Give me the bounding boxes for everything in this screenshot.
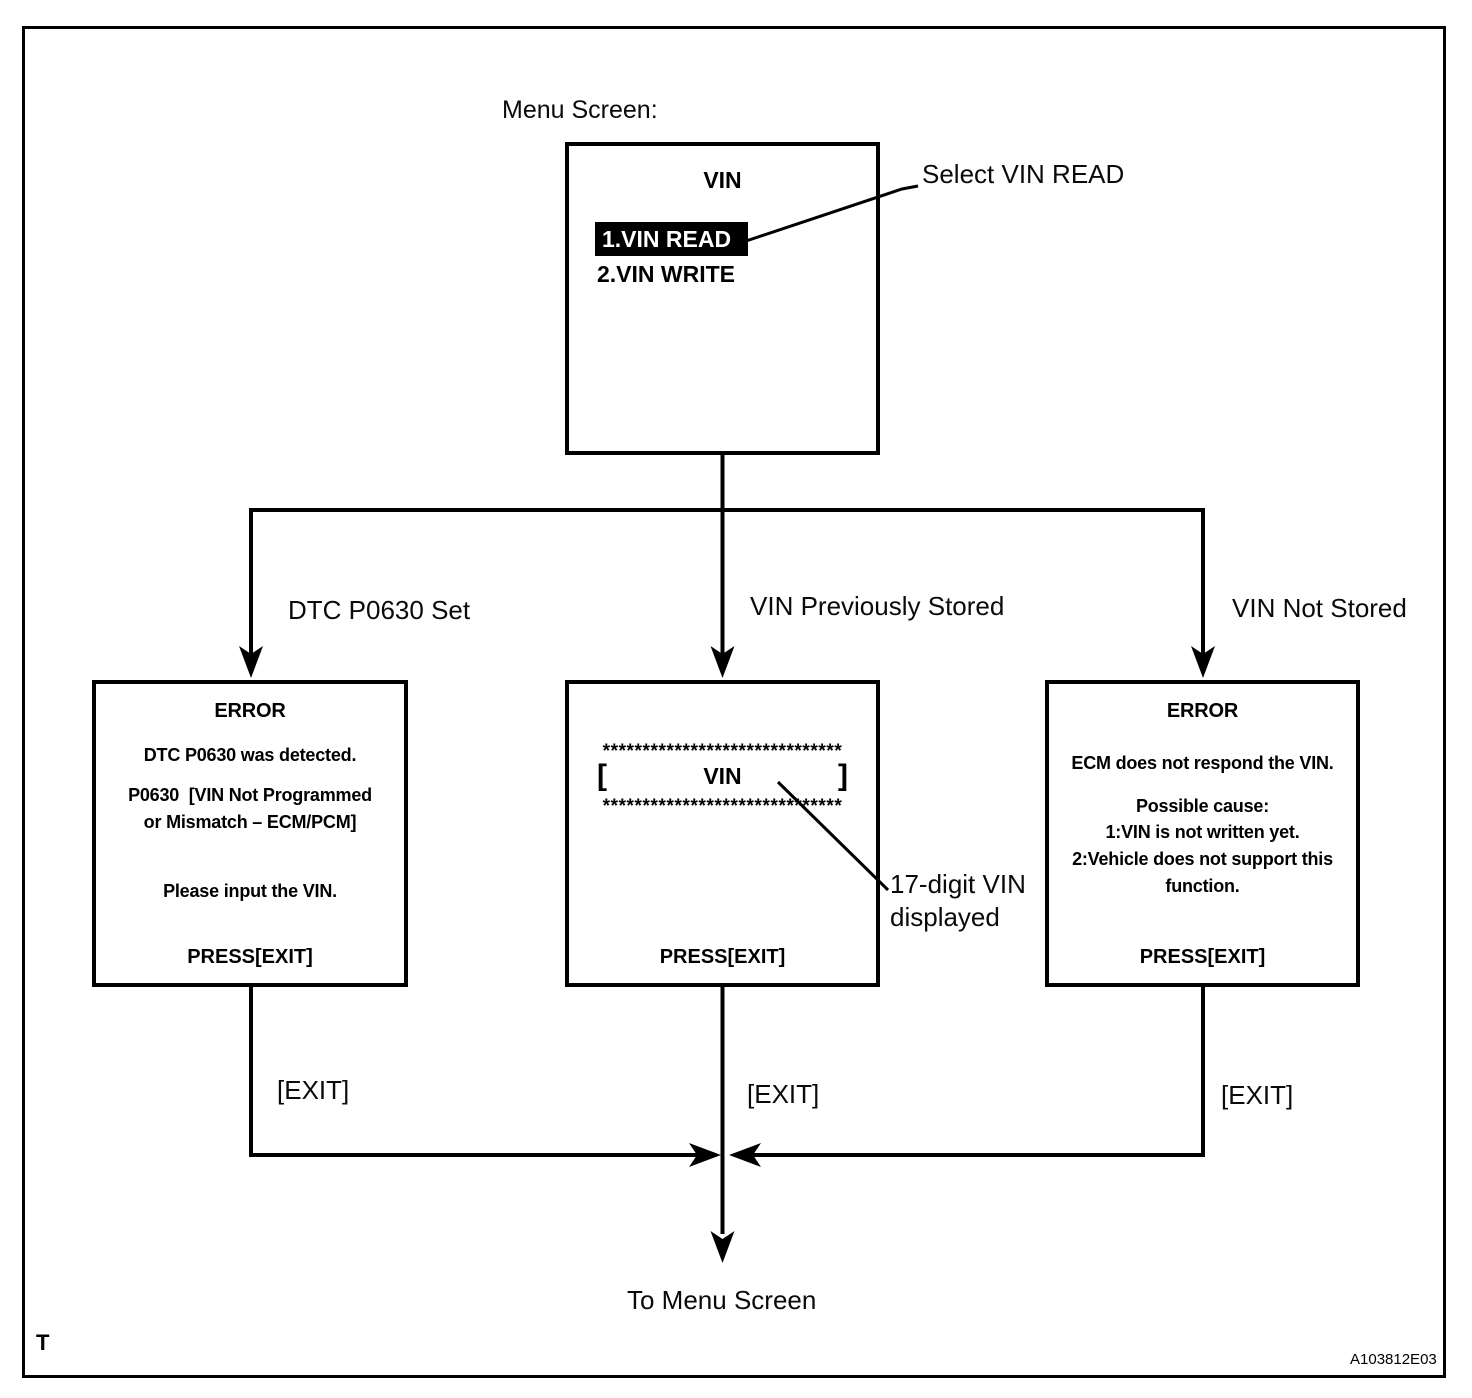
branch-label-dtc-set: DTC P0630 Set [288,595,471,625]
star-row-bottom: ****************************** [602,796,843,817]
menu-title: VIN [703,167,742,193]
exit-label-left: [EXIT] [277,1075,350,1105]
menu-screen-box: VIN 1.VIN READ 2.VIN WRITE [565,142,880,455]
to-menu-screen-label: To Menu Screen [627,1285,817,1315]
page-border [22,26,1446,1378]
ecm-press-exit: PRESS[EXIT] [1139,946,1266,968]
vin-bracket-open: [ [597,759,607,792]
vin-bracket-row: [ VIN ] [597,758,848,794]
figure-code: A103812E03 [1350,1351,1437,1368]
vin-press-exit: PRESS[EXIT] [659,946,786,968]
menu-screen-caption: Menu Screen: [502,96,658,124]
ecm-respond-line: ECM does not respond the VIN. [1071,753,1334,773]
branch-label-vin-not-stored: VIN Not Stored [1232,593,1407,623]
exit-label-right: [EXIT] [1221,1080,1294,1110]
vin-word: VIN [703,762,742,789]
ecm-cause-1: 1:VIN is not written yet. [1105,822,1300,842]
select-vin-read-label: Select VIN READ [922,159,1125,189]
branch-label-vin-stored: VIN Previously Stored [750,591,1005,621]
vin-callout-line-2: displayed [890,902,1000,932]
dtc-press-exit: PRESS[EXIT] [187,946,313,968]
menu-item-vin-write: 2.VIN WRITE [597,261,736,287]
ecm-cause-2: 2:Vehicle does not support this [1072,849,1333,869]
dtc-code-line-2: or Mismatch – ECM/PCM] [143,812,357,832]
vin-callout-line-1: 17-digit VIN [890,869,1026,899]
ecm-error-screen-box: ERROR ECM does not respond the VIN. Poss… [1045,680,1360,987]
star-row-top: ****************************** [602,741,843,762]
exit-label-middle: [EXIT] [747,1079,820,1109]
dtc-error-title: ERROR [214,700,286,722]
vin-display-screen-box: ****************************** [ VIN ] *… [565,680,880,987]
corner-mark: T [36,1330,50,1355]
vin-bracket-close: ] [838,759,848,792]
ecm-cause-3: function. [1165,876,1240,896]
dtc-input-line: Please input the VIN. [163,881,337,901]
dtc-detected-line: DTC P0630 was detected. [143,745,357,765]
dtc-code-line-1: P0630 [VIN Not Programmed [128,785,372,805]
dtc-error-screen-box: ERROR DTC P0630 was detected. P0630 [VIN… [92,680,408,987]
menu-item-vin-read: 1.VIN READ [595,222,748,256]
ecm-error-title: ERROR [1166,700,1239,722]
ecm-cause-header: Possible cause: [1135,796,1270,816]
